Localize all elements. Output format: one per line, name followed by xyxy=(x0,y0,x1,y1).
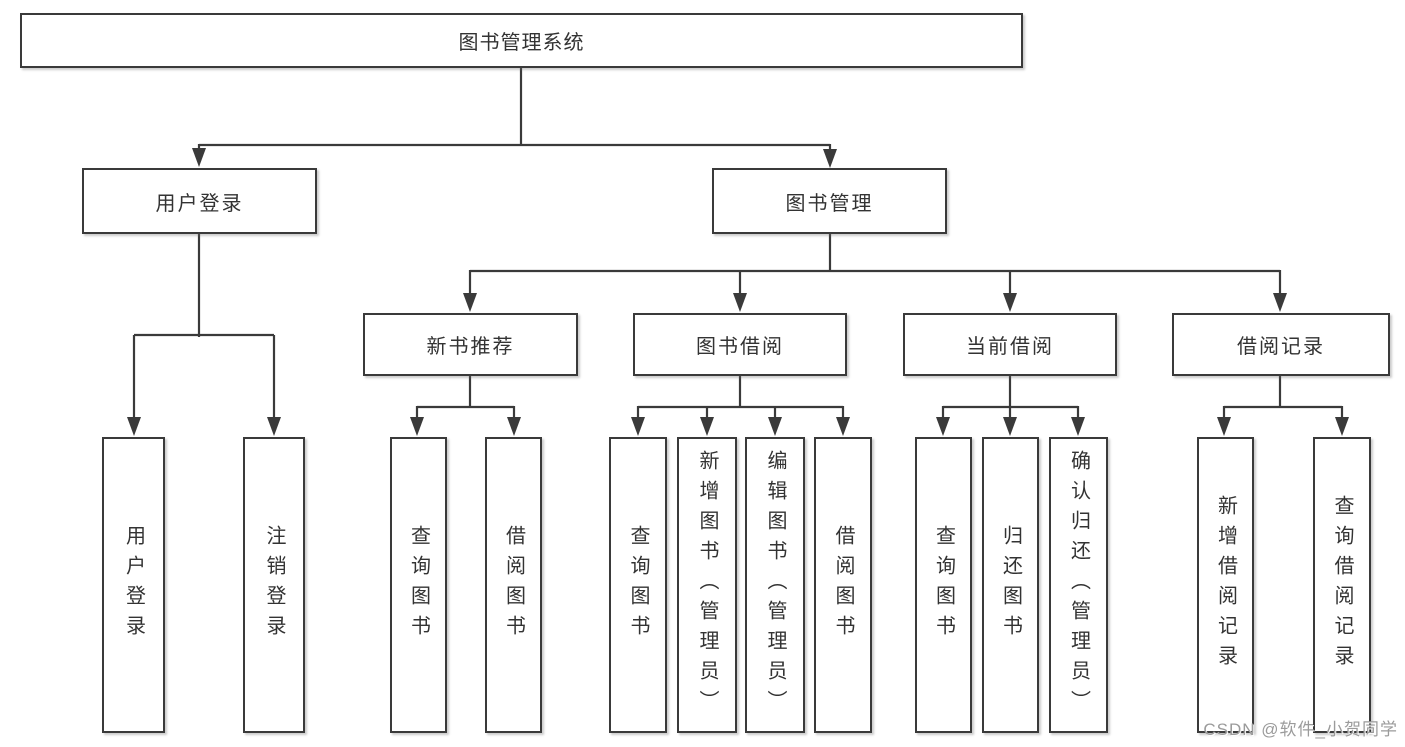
leaf-label: 新增图书（管理员） xyxy=(696,450,718,720)
leaf-borrow-edit-books-admin: 编辑图书（管理员） xyxy=(745,437,805,733)
node-label: 图书借阅 xyxy=(696,336,784,358)
leaf-label: 归还图书 xyxy=(999,525,1022,645)
leaf-label: 查询图书 xyxy=(407,525,430,645)
node-book-management: 图书管理 xyxy=(712,168,947,234)
leaf-newbooks-borrow-books: 借阅图书 xyxy=(485,437,542,733)
node-root-system: 图书管理系统 xyxy=(20,13,1023,68)
leaf-borrow-borrow-books: 借阅图书 xyxy=(814,437,872,733)
leaf-newbooks-query-books: 查询图书 xyxy=(390,437,447,733)
leaf-label: 查询图书 xyxy=(627,525,649,645)
node-borrow-records: 借阅记录 xyxy=(1172,313,1390,376)
leaf-borrow-query-books: 查询图书 xyxy=(609,437,667,733)
node-book-borrow: 图书借阅 xyxy=(633,313,847,376)
node-new-book-recommend: 新书推荐 xyxy=(363,313,578,376)
leaf-label: 编辑图书（管理员） xyxy=(764,450,786,720)
node-label: 当前借阅 xyxy=(966,336,1054,358)
leaf-current-query-books: 查询图书 xyxy=(915,437,972,733)
node-label: 用户登录 xyxy=(155,192,244,215)
arrowheads xyxy=(127,148,1349,436)
node-current-borrow: 当前借阅 xyxy=(903,313,1117,376)
node-label: 借阅记录 xyxy=(1237,336,1325,358)
leaf-label: 查询借阅记录 xyxy=(1331,495,1353,675)
leaf-user-login: 用户登录 xyxy=(102,437,165,733)
leaf-label: 借阅图书 xyxy=(502,525,525,645)
node-label: 新书推荐 xyxy=(426,336,515,358)
node-user-login: 用户登录 xyxy=(82,168,317,234)
leaf-current-confirm-return-admin: 确认归还（管理员） xyxy=(1049,437,1108,733)
leaf-label: 新增借阅记录 xyxy=(1214,495,1237,675)
leaf-records-add-record: 新增借阅记录 xyxy=(1197,437,1254,733)
leaf-label: 注销登录 xyxy=(263,525,285,645)
csdn-watermark: CSDN @软件_小贺同学 xyxy=(1203,720,1398,739)
leaf-borrow-add-books-admin: 新增图书（管理员） xyxy=(677,437,737,733)
leaf-label: 查询图书 xyxy=(932,525,955,645)
node-label: 图书管理 xyxy=(785,192,874,215)
leaf-label: 确认归还（管理员） xyxy=(1067,450,1090,720)
leaf-logout: 注销登录 xyxy=(243,437,305,733)
leaf-current-return-books: 归还图书 xyxy=(982,437,1039,733)
leaf-label: 用户登录 xyxy=(122,525,145,645)
leaf-label: 借阅图书 xyxy=(832,525,854,645)
node-label: 图书管理系统 xyxy=(458,32,585,54)
leaf-records-query-record: 查询借阅记录 xyxy=(1313,437,1371,733)
